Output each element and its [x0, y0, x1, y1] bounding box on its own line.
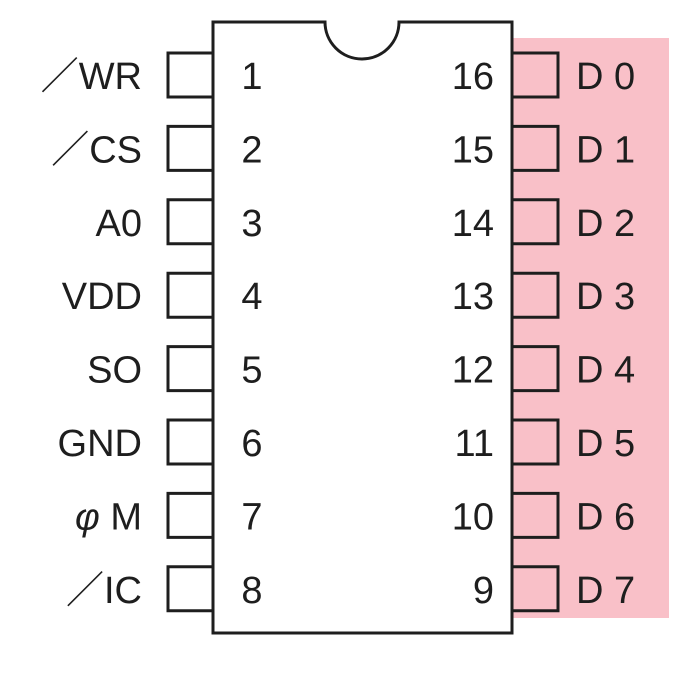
pin-15-stub — [512, 124, 560, 172]
pin-number: 11 — [455, 423, 494, 465]
pin-number: 5 — [241, 350, 262, 392]
pin-number: 10 — [452, 496, 494, 538]
signal-label: WR — [79, 56, 142, 98]
left-pin-group — [166, 51, 213, 613]
signal-name: D 7 — [576, 570, 635, 612]
pin-12-stub — [512, 345, 560, 393]
pin-number: 8 — [241, 570, 262, 612]
phi-symbol: φ — [75, 496, 100, 538]
pin-4-stub — [166, 271, 213, 319]
pin-number: 14 — [452, 203, 494, 245]
pin-14-stub — [512, 198, 560, 246]
pin-number: 3 — [241, 203, 262, 245]
pin-3-stub — [166, 198, 213, 246]
active-low-slash: ／ — [41, 56, 79, 98]
right-label-group: 16 D 0 15 D 1 14 D 2 13 D 3 12 D 4 11 D 5 10 D 6 9 D 7 — [452, 56, 635, 612]
signal-label: VDD — [62, 276, 142, 318]
pin-number: 9 — [473, 570, 494, 612]
signal-name: D 0 — [576, 56, 635, 98]
signal-label: CS — [89, 129, 142, 171]
signal-name: GND — [58, 423, 142, 465]
signal-name: ／CS — [51, 129, 142, 171]
signal-label: GND — [58, 423, 142, 465]
pin-number: 2 — [241, 129, 262, 171]
signal-label: M — [110, 496, 142, 538]
signal-name: A0 — [96, 203, 142, 245]
pin-6-stub — [166, 418, 213, 466]
signal-name: VDD — [62, 276, 142, 318]
active-low-slash: ／ — [66, 570, 104, 612]
signal-name: D 2 — [576, 203, 635, 245]
pin-number: 6 — [241, 423, 262, 465]
pin-13-stub — [512, 271, 560, 319]
pin-number: 16 — [452, 56, 494, 98]
signal-name: SO — [87, 350, 142, 392]
pin-number: 13 — [452, 276, 494, 318]
pin-8-stub — [166, 565, 213, 613]
pin-2-stub — [166, 124, 213, 172]
signal-name: D 4 — [576, 350, 635, 392]
pin-7-stub — [166, 491, 213, 539]
signal-name: ／WR — [41, 56, 142, 98]
signal-label: SO — [87, 350, 142, 392]
signal-name: D 3 — [576, 276, 635, 318]
pin-10-stub — [512, 491, 560, 539]
pin-number: 15 — [452, 129, 494, 171]
right-pin-group — [512, 51, 560, 613]
pin-9-stub — [512, 565, 560, 613]
active-low-slash: ／ — [51, 129, 89, 171]
signal-name: D 1 — [576, 129, 635, 171]
chip-body — [211, 20, 514, 635]
signal-name: φ M — [75, 496, 142, 538]
signal-name: D 6 — [576, 496, 635, 538]
signal-label: IC — [104, 570, 142, 612]
signal-name: ／IC — [66, 570, 142, 612]
pin-number: 7 — [241, 496, 262, 538]
pin-1-stub — [166, 51, 213, 99]
pin-number: 4 — [241, 276, 262, 318]
signal-label: A0 — [96, 203, 142, 245]
pin-16-stub — [512, 51, 560, 99]
signal-name: D 5 — [576, 423, 635, 465]
pin-number: 12 — [452, 350, 494, 392]
pin-5-stub — [166, 345, 213, 393]
pin-number: 1 — [241, 56, 262, 98]
pin-11-stub — [512, 418, 560, 466]
